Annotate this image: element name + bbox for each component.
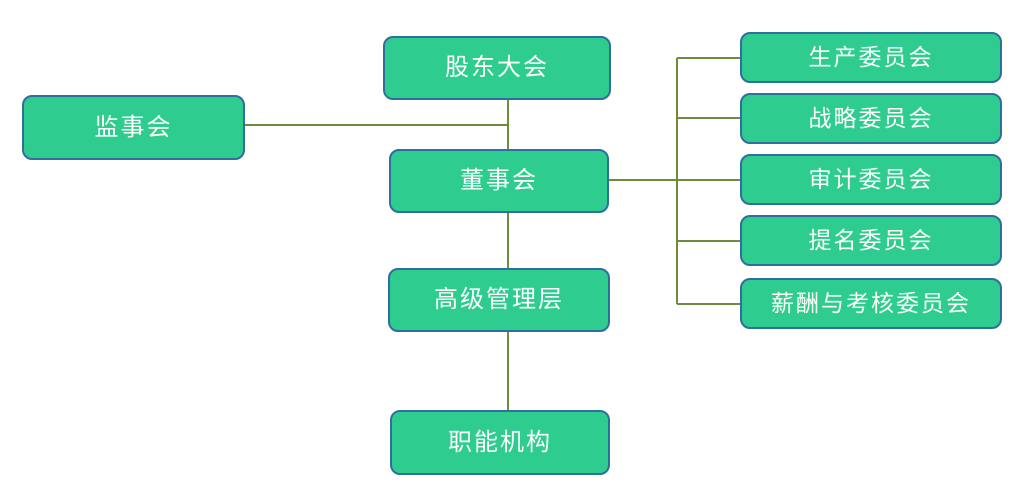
- org-node-senior-management: 高级管理层: [388, 268, 610, 332]
- org-node-committee-audit: 审计委员会: [740, 154, 1002, 205]
- org-node-supervisory-board: 监事会: [22, 95, 245, 160]
- org-node-committee-remuneration-assessment: 薪酬与考核委员会: [740, 278, 1002, 329]
- node-label-committee-remuneration-assessment: 薪酬与考核委员会: [771, 290, 971, 316]
- node-label-committee-audit: 审计委员会: [808, 166, 934, 192]
- node-label-senior-management: 高级管理层: [434, 286, 564, 313]
- node-label-supervisory-board: 监事会: [94, 113, 173, 141]
- node-label-committee-nomination: 提名委员会: [808, 227, 934, 253]
- node-label-functional-departments: 职能机构: [448, 428, 552, 456]
- node-label-shareholders-meeting: 股东大会: [445, 54, 549, 81]
- org-node-board-of-directors: 董事会: [389, 149, 609, 213]
- node-label-committee-production: 生产委员会: [808, 44, 934, 70]
- org-node-committee-strategy: 战略委员会: [740, 93, 1002, 144]
- node-label-committee-strategy: 战略委员会: [808, 105, 934, 131]
- org-node-shareholders-meeting: 股东大会: [383, 36, 611, 100]
- org-node-functional-departments: 职能机构: [390, 410, 610, 475]
- org-node-committee-nomination: 提名委员会: [740, 215, 1002, 266]
- org-node-committee-production: 生产委员会: [740, 32, 1002, 83]
- node-label-board-of-directors: 董事会: [460, 167, 538, 194]
